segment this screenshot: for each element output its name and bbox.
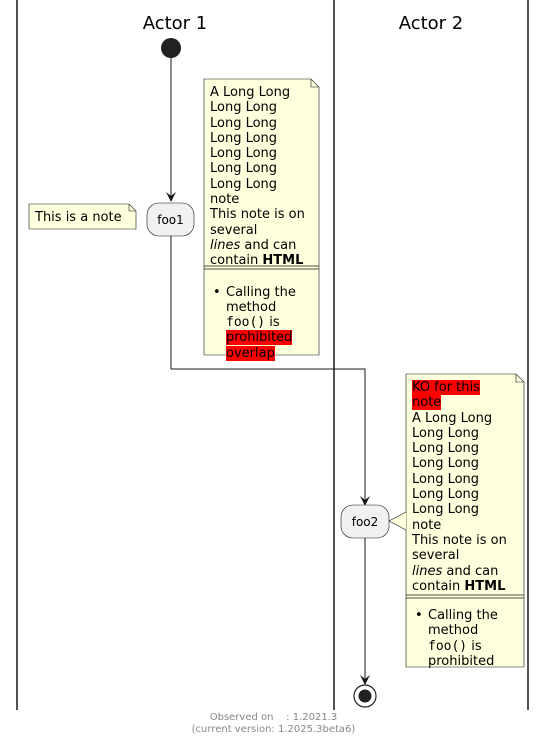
note-2-html-word: HTML (464, 578, 506, 594)
note-1-text: A Long Long Long Long Long Long Long Lon… (210, 85, 305, 238)
note-1-highlight-line-2: overlap (226, 345, 315, 361)
note-2-shape (388, 373, 525, 668)
note-1-html-line: lines and can (210, 238, 315, 253)
activity-foo2-label: foo2 (352, 515, 379, 529)
note-1-highlight-line-1: prohibited (226, 330, 315, 346)
note-2-is: is (467, 638, 482, 654)
note-2-contain-line: contain HTML (412, 579, 520, 594)
note-2-code-line: foo() is (428, 639, 520, 654)
left-note: This is a note (28, 203, 137, 230)
left-note-text: This is a note (34, 210, 122, 225)
note-1-contain-line: contain HTML (210, 253, 315, 268)
note-2-and-can: and can (442, 563, 499, 579)
note-2-highlight-line-2: note (412, 395, 520, 411)
note-2-last: prohibited (428, 654, 495, 670)
note-2-code: foo() (428, 638, 468, 654)
note-2-bullet-text: Calling the method (428, 608, 498, 639)
note-1-lines-word: lines (210, 237, 241, 253)
start-node (161, 38, 181, 58)
note-2-highlight-1: KO for this (412, 380, 480, 395)
note-1-contain: contain (210, 253, 263, 269)
footer-line-1: Observed on : 1.2021.3 (209, 712, 338, 723)
end-node (353, 684, 377, 708)
note-2-bullet: Calling the method foo() is prohibited (412, 608, 520, 669)
activity-foo1-label: foo1 (157, 213, 184, 227)
note-2-contain: contain (412, 578, 465, 594)
note-1-bullet: Calling the method foo() is prohibited o… (210, 285, 315, 361)
footer-line-2: (current version: 1.2025.3beta6) (191, 724, 356, 735)
note-1-highlight-1: prohibited (226, 330, 293, 346)
note-2-html-line: lines and can (412, 564, 520, 579)
arrow-foo1-to-foo2 (170, 236, 370, 506)
note-1-html-word: HTML (262, 253, 304, 269)
note-2-highlight-line-1: KO for this (412, 380, 520, 395)
note-1-code: foo() (226, 315, 266, 331)
note-2-highlight-2: note (412, 395, 442, 411)
note-2-text: A Long Long Long Long Long Long Long Lon… (412, 410, 507, 564)
note-2-lines-word: lines (412, 563, 443, 579)
note-1-highlight-2: overlap (226, 345, 275, 361)
footer: Observed on : 1.2021.3 (current version:… (0, 712, 547, 736)
swimlane-title-actor2: Actor 2 (399, 13, 464, 34)
note-1-bullet-text: Calling the method (226, 284, 296, 315)
note-1: A Long Long Long Long Long Long Long Lon… (210, 85, 315, 361)
note-1-code-line: foo() is (226, 315, 315, 330)
note-1-is: is (265, 315, 280, 331)
swimlane-title-actor1: Actor 1 (143, 13, 208, 34)
note-2: KO for this note A Long Long Long Long L… (412, 380, 520, 669)
note-1-and-can: and can (240, 237, 297, 253)
